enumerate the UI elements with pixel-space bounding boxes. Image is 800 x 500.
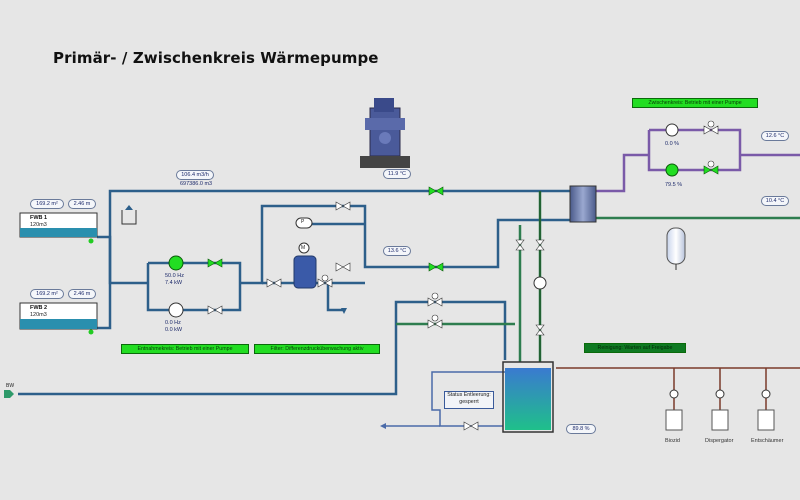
vertical-valves [515,239,545,336]
fwb2-tank [19,302,98,330]
entschaeumer-tank [757,409,775,431]
white-valves [207,125,719,431]
buffer-tank [502,361,554,433]
heat-exchanger [569,185,597,223]
zk-pump-1-icon [665,123,679,137]
level-sensor-icon [88,329,94,335]
level-sensor-icon [88,238,94,244]
dosing-pump-icon [669,389,679,399]
pump1-frequency: 50.0 Hz [165,273,184,279]
entleerung-value: gesperrt [459,399,479,405]
fwb1-name: FWB 1 [30,215,48,221]
motor-label: M [301,245,306,251]
dosing-pipes [556,367,800,410]
temp-4: 10.4 °C [761,196,789,206]
fwb1-tank [19,212,98,238]
fwb1-volume: 120m3 [30,222,47,228]
drain-arrow [380,423,386,429]
temp-2: 13.6 °C [383,246,411,256]
flow-rate: 106.4 m3/h [176,170,214,180]
tank-level: 89.8 % [566,424,596,434]
fwb1-area: 169.2 m² [30,199,64,209]
pressure-label: P [301,219,305,225]
temp-1: 11.9 °C [383,169,411,179]
expansion-vessel [666,227,686,265]
basin [121,210,137,225]
pump2-frequency: 0.0 Hz [165,320,181,326]
pump-2-icon [168,302,184,318]
dosing-pump-icon [715,389,725,399]
fwb2-volume: 120m3 [30,312,47,318]
dispergator-label: Dispergator [705,438,734,444]
blue-pipes [18,189,570,396]
status-reinigung: Reinigung: Warten auf Freigabe [584,343,686,353]
fwb2-area: 169.2 m² [30,289,64,299]
drain-line [384,371,505,427]
fwb1-level: 2.46 m [68,199,96,209]
zk-pump1-speed: 0.0 % [665,141,680,147]
pump-icon [533,276,547,290]
pump-1-icon [168,255,184,271]
fwb2-name: FWB 2 [30,305,48,311]
green-pipes [396,191,800,362]
bw-inlet-arrow-icon [4,390,14,398]
status-filter: Filter: Differenzdrucküberwachung aktiv [254,344,380,354]
outlet-arrow-icon [341,308,347,314]
bw-label: BW [6,383,15,389]
fwb2-level: 2.46 m [68,289,96,299]
status-entnahme: Entnahmekreis: Betrieb mit einer Pumpe [121,344,249,354]
pressure-sensor [295,217,313,229]
page-title: Primär- / Zwischenkreis Wärmepumpe [53,49,379,67]
temp-3: 12.6 °C [761,131,789,141]
zk-pump2-speed: 79.5 % [665,182,683,188]
entleerung-label: Status Entleerung: [447,392,491,398]
dosing-pump-icon [761,389,771,399]
dispergator-tank [711,409,729,431]
entleerung-status-box: Status Entleerung: gesperrt [444,391,494,409]
pump2-power: 0.0 kW [165,327,183,333]
biozid-tank [665,409,683,431]
entschaeumer-label: Entschäumer [751,438,784,444]
zk-pump-2-icon [665,163,679,177]
filter-vessel [293,242,317,289]
heat-pump-machine [360,98,410,168]
down-arrow-icon [125,205,133,210]
green-valves [207,165,719,272]
biozid-label: Biozid [665,438,680,444]
pump1-power: 7.4 kW [165,280,183,286]
flow-total: 697386.0 m3 [180,181,213,187]
status-zwischenkreis: Zwischenkreis: Betrieb mit einer Pumpe [632,98,758,108]
actuator-icons [321,120,715,322]
